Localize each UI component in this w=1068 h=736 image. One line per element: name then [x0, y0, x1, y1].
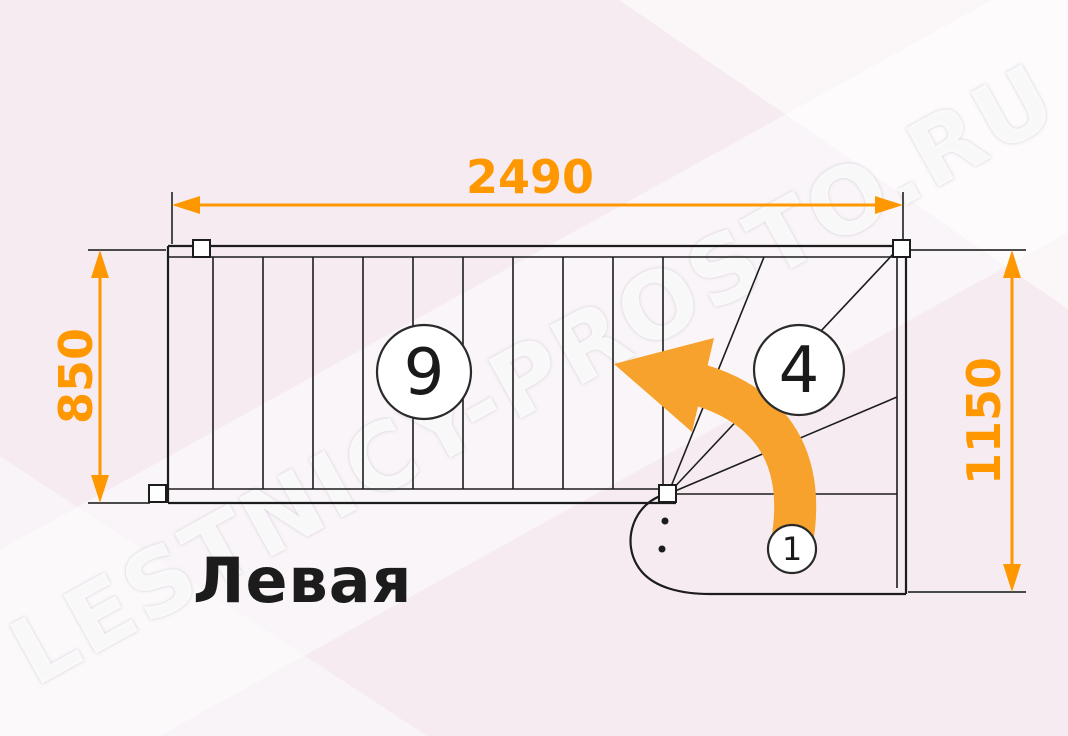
direction-arrow-head [614, 338, 714, 432]
straight-steps-badge: 9 [375, 323, 473, 421]
newel-post-pivot [658, 484, 677, 503]
dimension-right: 1150 [957, 250, 1021, 592]
plan-title: Левая [193, 544, 412, 617]
dim-top-arrow-right [875, 196, 903, 214]
newel-post-bottom-left [148, 484, 167, 503]
dim-left-arrow-top [91, 250, 109, 278]
newel-post-top-left [192, 239, 211, 258]
direction-arrow-band [693, 364, 817, 552]
dim-right-arrow-bottom [1003, 564, 1021, 592]
dim-right-label: 1150 [957, 357, 1011, 485]
dim-top-arrow-left [172, 196, 200, 214]
dim-top-label: 2490 [466, 150, 594, 204]
direction-arrow [614, 338, 817, 552]
dimension-left: 850 [49, 250, 109, 503]
winder-steps-badge: 4 [752, 323, 846, 417]
dim-right-arrow-top [1003, 250, 1021, 278]
first-step-badge: 1 [766, 523, 818, 575]
stair-outline [148, 239, 911, 596]
dim-left-label: 850 [49, 328, 103, 424]
dimension-extension-lines [88, 192, 1026, 593]
dim-left-arrow-bottom [91, 475, 109, 503]
newel-post-top-right [892, 239, 911, 258]
winder-steps-count: 4 [779, 334, 820, 408]
straight-steps-count: 9 [404, 336, 445, 410]
dimension-top: 2490 [172, 150, 903, 214]
first-step-number: 1 [782, 530, 802, 568]
